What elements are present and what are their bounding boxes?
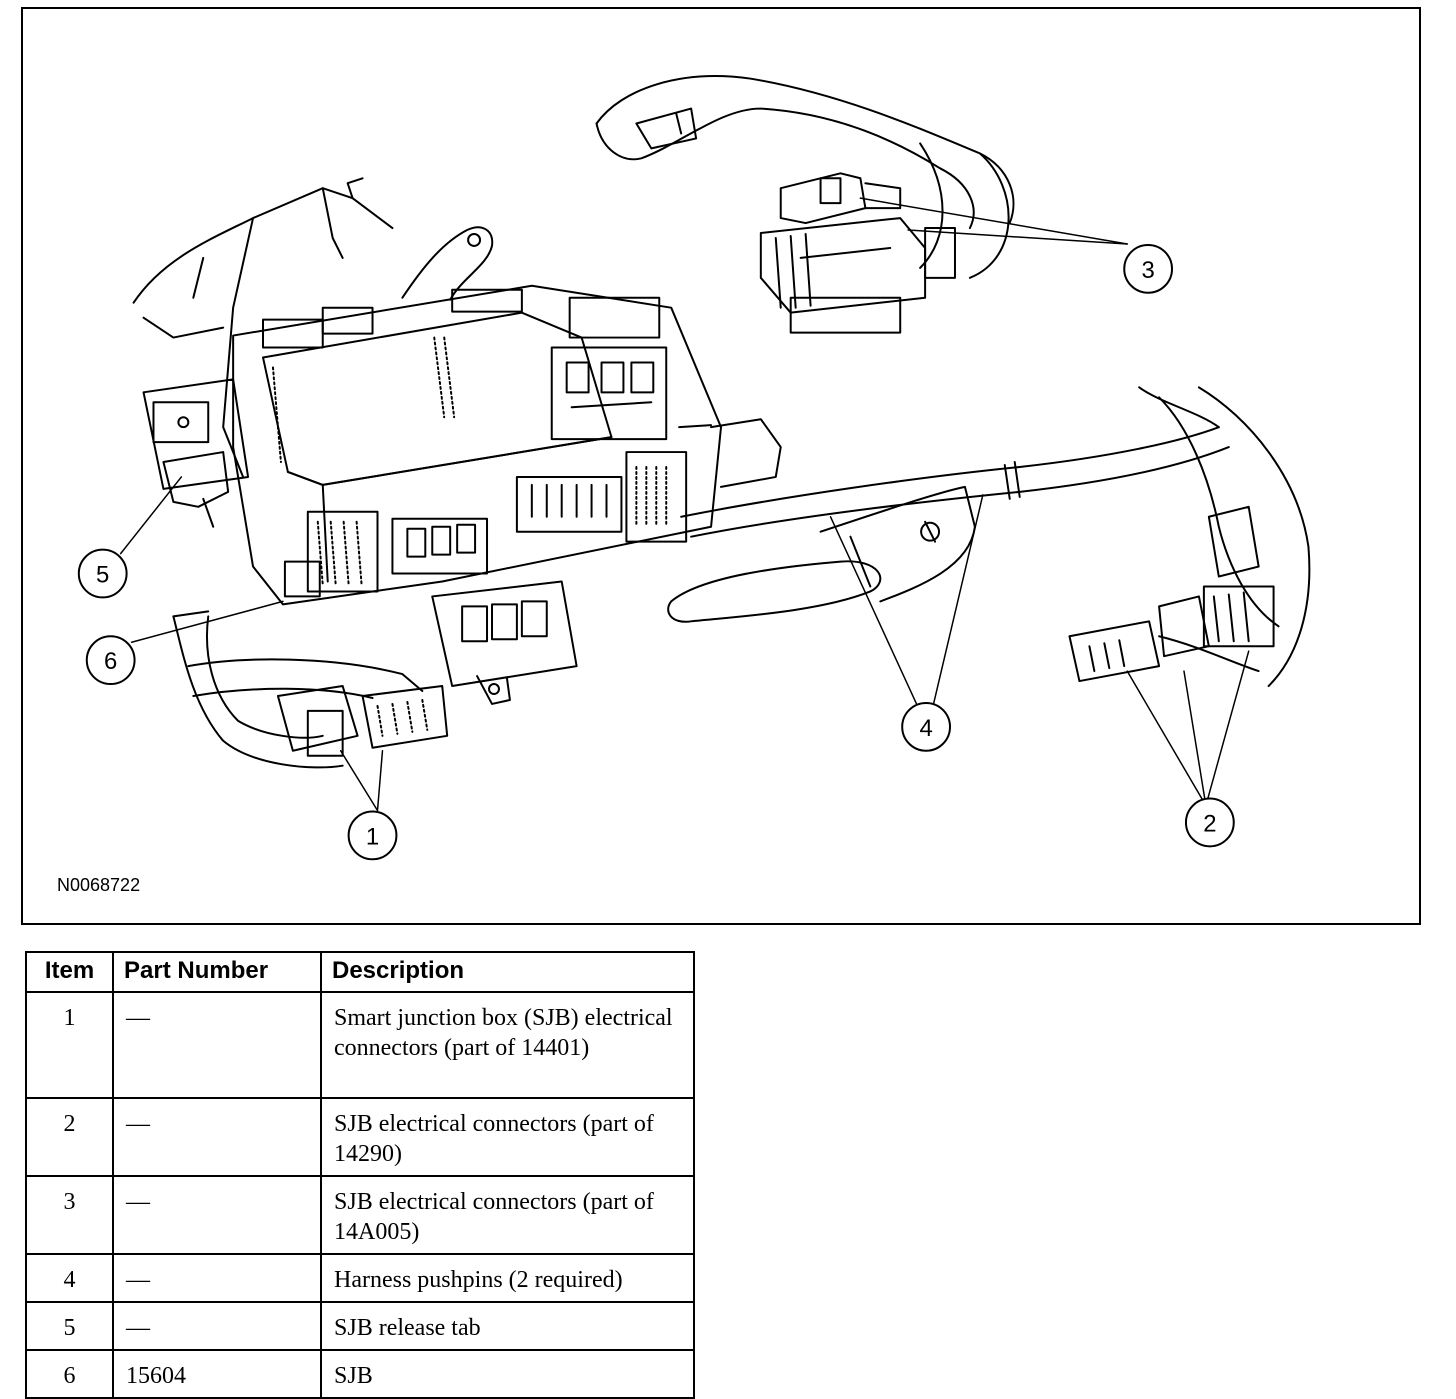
- callout-3: 3: [1123, 243, 1174, 294]
- part-number-cell: 15604: [112, 1349, 322, 1399]
- description-cell: Smart junction box (SJB) electrical conn…: [320, 991, 695, 1099]
- table-row: 4 — Harness pushpins (2 required): [25, 1253, 695, 1303]
- lower-harness: [172, 610, 449, 769]
- part-number-cell: —: [112, 1175, 322, 1255]
- legend-table: Item Part Number Description 1 — Smart j…: [25, 951, 695, 1399]
- callout-5: 5: [77, 548, 128, 599]
- callout-3-label: 3: [1141, 257, 1154, 284]
- item-cell: 5: [25, 1301, 114, 1351]
- part-number-cell: —: [112, 1301, 322, 1351]
- description-cell: SJB electrical connectors (part of 14290…: [320, 1097, 695, 1177]
- callout-4: 4: [901, 701, 951, 752]
- part-number-cell: —: [112, 1097, 322, 1177]
- callout-1: 1: [347, 810, 398, 861]
- leader-lines: [119, 197, 1250, 812]
- panel-structure: [132, 177, 394, 478]
- description-cell: SJB release tab: [320, 1301, 695, 1351]
- item-cell: 4: [25, 1253, 114, 1303]
- description-cell: SJB: [320, 1349, 695, 1399]
- description-cell: SJB electrical connectors (part of 14A00…: [320, 1175, 695, 1255]
- item-cell: 2: [25, 1097, 114, 1177]
- callout-5-label: 5: [96, 561, 109, 588]
- callout-4-label: 4: [919, 715, 932, 742]
- table-row: 2 — SJB electrical connectors (part of 1…: [25, 1097, 695, 1177]
- main-harness: [667, 386, 1230, 623]
- legend-header-row: Item Part Number Description: [25, 951, 695, 993]
- release-tab: [142, 378, 250, 528]
- header-item: Item: [25, 951, 114, 993]
- table-row: 6 15604 SJB: [25, 1349, 695, 1399]
- table-row: 3 — SJB electrical connectors (part of 1…: [25, 1175, 695, 1255]
- upper-harness: [595, 75, 1015, 279]
- table-row: 5 — SJB release tab: [25, 1301, 695, 1351]
- description-cell: Harness pushpins (2 required): [320, 1253, 695, 1303]
- item3-connectors: [759, 172, 956, 334]
- right-harness: [1068, 386, 1311, 688]
- sjb-illustration: 1 2 3 4 5 6: [77, 75, 1311, 861]
- sjb-module: [232, 284, 782, 705]
- header-description: Description: [320, 951, 695, 993]
- diagram-figure: 1 2 3 4 5 6 N0068722: [21, 7, 1421, 925]
- item-cell: 1: [25, 991, 114, 1099]
- part-number-cell: —: [112, 1253, 322, 1303]
- item-cell: 6: [25, 1349, 114, 1399]
- callout-2: 2: [1184, 797, 1235, 848]
- callout-6: 6: [85, 635, 136, 686]
- item-cell: 3: [25, 1175, 114, 1255]
- figure-id: N0068722: [57, 875, 141, 895]
- header-part-number: Part Number: [112, 951, 322, 993]
- callout-2-label: 2: [1203, 810, 1216, 837]
- table-row: 1 — Smart junction box (SJB) electrical …: [25, 991, 695, 1099]
- callout-1-label: 1: [366, 823, 379, 850]
- mounting-bracket: [401, 226, 494, 301]
- callout-6-label: 6: [104, 648, 117, 675]
- part-number-cell: —: [112, 991, 322, 1099]
